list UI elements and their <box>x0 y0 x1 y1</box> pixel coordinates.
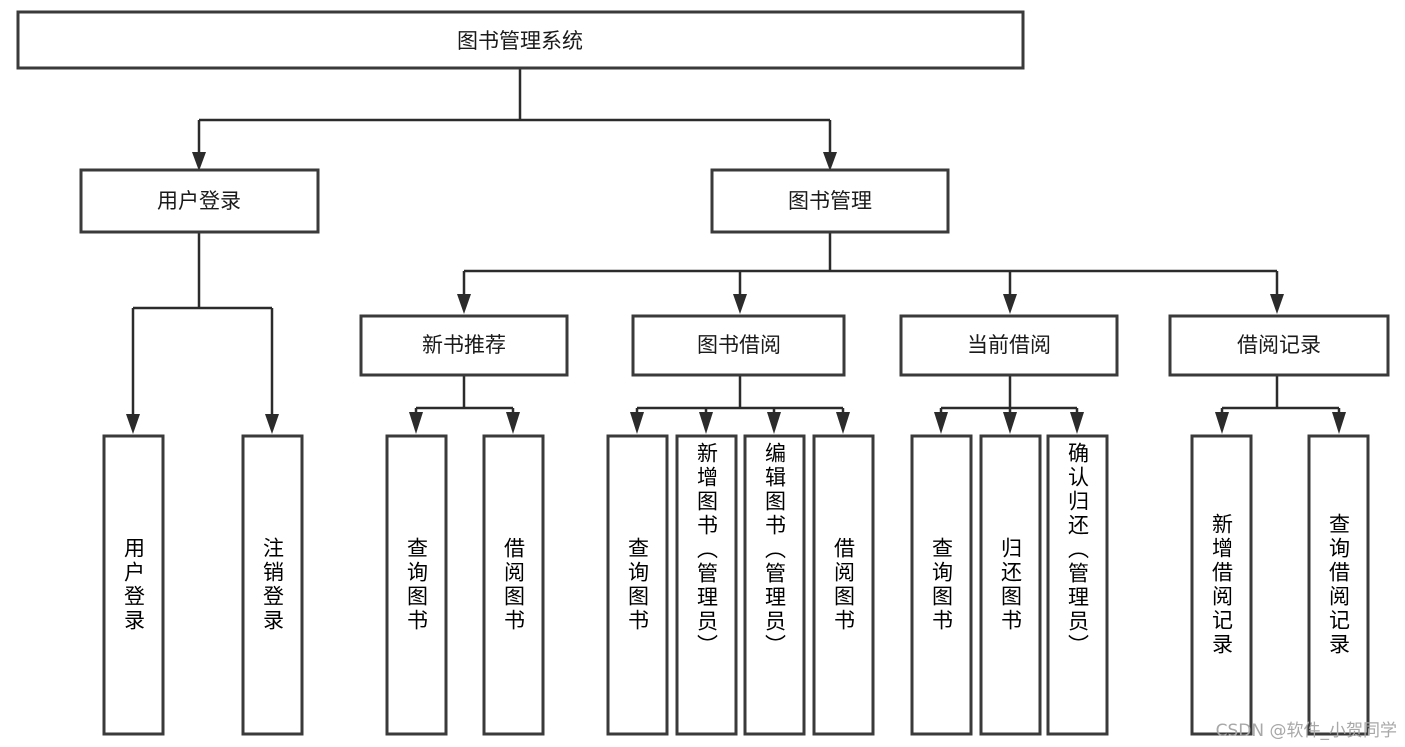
node-leaf-logout[interactable]: 注销登录 <box>241 434 304 736</box>
node-leaf-br-add-record-box[interactable] <box>1190 434 1253 736</box>
node-leaf-cb-query-book-text-wrap: 查询图书 <box>929 537 954 633</box>
node-leaf-bb-add-book-box[interactable] <box>675 434 738 736</box>
node-leaf-br-add-record[interactable]: 新增借阅记录 <box>1190 434 1253 736</box>
node-leaf-bb-add-book-text-wrap: 新增图书（管理员） <box>694 442 719 658</box>
node-leaf-cb-confirm-return-label: 确认归还（管理员） <box>1065 442 1090 658</box>
node-leaf-bb-add-book-label: 新增图书（管理员） <box>694 442 719 658</box>
node-new-book-recommend-label: 新书推荐 <box>422 333 506 357</box>
arrowhead-bb-leaf-4 <box>836 412 850 434</box>
node-book-management-box[interactable] <box>710 168 950 234</box>
node-leaf-bb-borrow-book-box[interactable] <box>812 434 875 736</box>
node-leaf-nb-query-book-label: 查询图书 <box>404 537 429 633</box>
arrowhead-cb-leaf-1 <box>934 412 948 434</box>
node-leaf-nb-borrow-book-label: 借阅图书 <box>501 537 526 633</box>
arrowhead-br-leaf-1 <box>1215 412 1229 434</box>
node-book-borrow-label: 图书借阅 <box>697 333 781 357</box>
node-leaf-nb-borrow-book-box[interactable] <box>482 434 545 736</box>
node-user-login-box[interactable] <box>79 168 320 234</box>
node-leaf-bb-edit-book-label: 编辑图书（管理员） <box>762 442 787 658</box>
node-book-borrow-box[interactable] <box>631 314 846 377</box>
node-new-book-recommend-box[interactable] <box>359 314 569 377</box>
node-leaf-bb-query-book-label: 查询图书 <box>625 537 650 633</box>
arrowhead-nb-leaf-1 <box>409 412 423 434</box>
node-leaf-cb-return-book-label: 归还图书 <box>998 537 1023 633</box>
node-leaf-cb-confirm-return-box[interactable] <box>1046 434 1109 736</box>
arrowhead-cb-leaf-2 <box>1003 412 1017 434</box>
arrowhead-user-login <box>192 152 206 171</box>
node-leaf-br-query-record-text-wrap: 查询借阅记录 <box>1326 513 1351 657</box>
node-leaf-br-add-record-text-wrap: 新增借阅记录 <box>1209 513 1234 657</box>
arrowhead-nb-leaf-2 <box>506 412 520 434</box>
arrowhead-new-book <box>457 294 471 314</box>
arrowhead-leaf-logout <box>265 414 279 434</box>
node-leaf-br-query-record-label: 查询借阅记录 <box>1326 513 1351 657</box>
node-leaf-user-login-box[interactable] <box>102 434 165 736</box>
connector-layer <box>126 68 1346 434</box>
node-leaf-bb-borrow-book[interactable]: 借阅图书 <box>812 434 875 736</box>
node-borrow-record-label: 借阅记录 <box>1237 333 1321 357</box>
arrowhead-book-manage <box>823 152 837 171</box>
node-leaf-bb-query-book-text-wrap: 查询图书 <box>625 537 650 633</box>
arrowhead-cb-leaf-3 <box>1070 412 1084 434</box>
node-leaf-bb-edit-book-box[interactable] <box>743 434 806 736</box>
node-leaf-cb-return-book-text-wrap: 归还图书 <box>998 537 1023 633</box>
node-leaf-user-login[interactable]: 用户登录 <box>102 434 165 736</box>
node-leaf-nb-borrow-book[interactable]: 借阅图书 <box>482 434 545 736</box>
node-leaf-nb-query-book[interactable]: 查询图书 <box>385 434 448 736</box>
node-current-borrow[interactable]: 当前借阅 <box>899 314 1119 377</box>
node-leaf-bb-edit-book[interactable]: 编辑图书（管理员） <box>743 434 806 736</box>
node-leaf-bb-query-book[interactable]: 查询图书 <box>606 434 669 736</box>
node-leaf-user-login-label: 用户登录 <box>121 537 146 633</box>
node-leaf-logout-label: 注销登录 <box>260 537 285 633</box>
node-leaf-bb-add-book[interactable]: 新增图书（管理员） <box>675 434 738 736</box>
node-leaf-cb-query-book-box[interactable] <box>910 434 973 736</box>
node-current-borrow-label: 当前借阅 <box>967 333 1051 357</box>
arrowhead-bb-leaf-1 <box>630 412 644 434</box>
node-leaf-nb-query-book-text-wrap: 查询图书 <box>404 537 429 633</box>
node-book-management-label: 图书管理 <box>788 189 872 213</box>
node-book-management[interactable]: 图书管理 <box>710 168 950 234</box>
node-leaf-cb-confirm-return-text-wrap: 确认归还（管理员） <box>1065 442 1090 658</box>
node-leaf-br-add-record-label: 新增借阅记录 <box>1209 513 1234 657</box>
node-leaf-cb-query-book-label: 查询图书 <box>929 537 954 633</box>
node-leaf-nb-borrow-book-text-wrap: 借阅图书 <box>501 537 526 633</box>
arrowhead-borrow-record <box>1270 294 1284 314</box>
node-leaf-cb-return-book-box[interactable] <box>979 434 1042 736</box>
arrowhead-bb-leaf-2 <box>699 412 713 434</box>
node-leaf-user-login-text-wrap: 用户登录 <box>121 537 146 633</box>
node-root-label: 图书管理系统 <box>457 29 583 53</box>
node-leaf-logout-box[interactable] <box>241 434 304 736</box>
node-leaf-bb-borrow-book-text-wrap: 借阅图书 <box>831 537 856 633</box>
arrowhead-bb-leaf-3 <box>767 412 781 434</box>
node-root-box[interactable] <box>16 10 1025 70</box>
node-leaf-cb-return-book[interactable]: 归还图书 <box>979 434 1042 736</box>
node-leaf-cb-query-book[interactable]: 查询图书 <box>910 434 973 736</box>
node-borrow-record-box[interactable] <box>1168 314 1390 377</box>
node-book-borrow[interactable]: 图书借阅 <box>631 314 846 377</box>
arrowhead-current-borrow <box>1003 294 1017 314</box>
node-leaf-bb-edit-book-text-wrap: 编辑图书（管理员） <box>762 442 787 658</box>
node-leaf-br-query-record-box[interactable] <box>1307 434 1370 736</box>
node-leaf-nb-query-book-box[interactable] <box>385 434 448 736</box>
node-leaf-cb-confirm-return[interactable]: 确认归还（管理员） <box>1046 434 1109 736</box>
node-leaf-bb-query-book-box[interactable] <box>606 434 669 736</box>
arrowhead-br-leaf-2 <box>1332 412 1346 434</box>
node-borrow-record[interactable]: 借阅记录 <box>1168 314 1390 377</box>
node-leaf-logout-text-wrap: 注销登录 <box>260 537 285 633</box>
node-new-book-recommend[interactable]: 新书推荐 <box>359 314 569 377</box>
node-leaf-bb-borrow-book-label: 借阅图书 <box>831 537 856 633</box>
arrowhead-leaf-user-login <box>126 414 140 434</box>
node-current-borrow-box[interactable] <box>899 314 1119 377</box>
node-user-login-label: 用户登录 <box>157 189 241 213</box>
node-leaf-br-query-record[interactable]: 查询借阅记录 <box>1307 434 1370 736</box>
node-root[interactable]: 图书管理系统 <box>16 10 1025 70</box>
node-user-login[interactable]: 用户登录 <box>79 168 320 234</box>
arrowhead-book-borrow <box>733 294 747 314</box>
